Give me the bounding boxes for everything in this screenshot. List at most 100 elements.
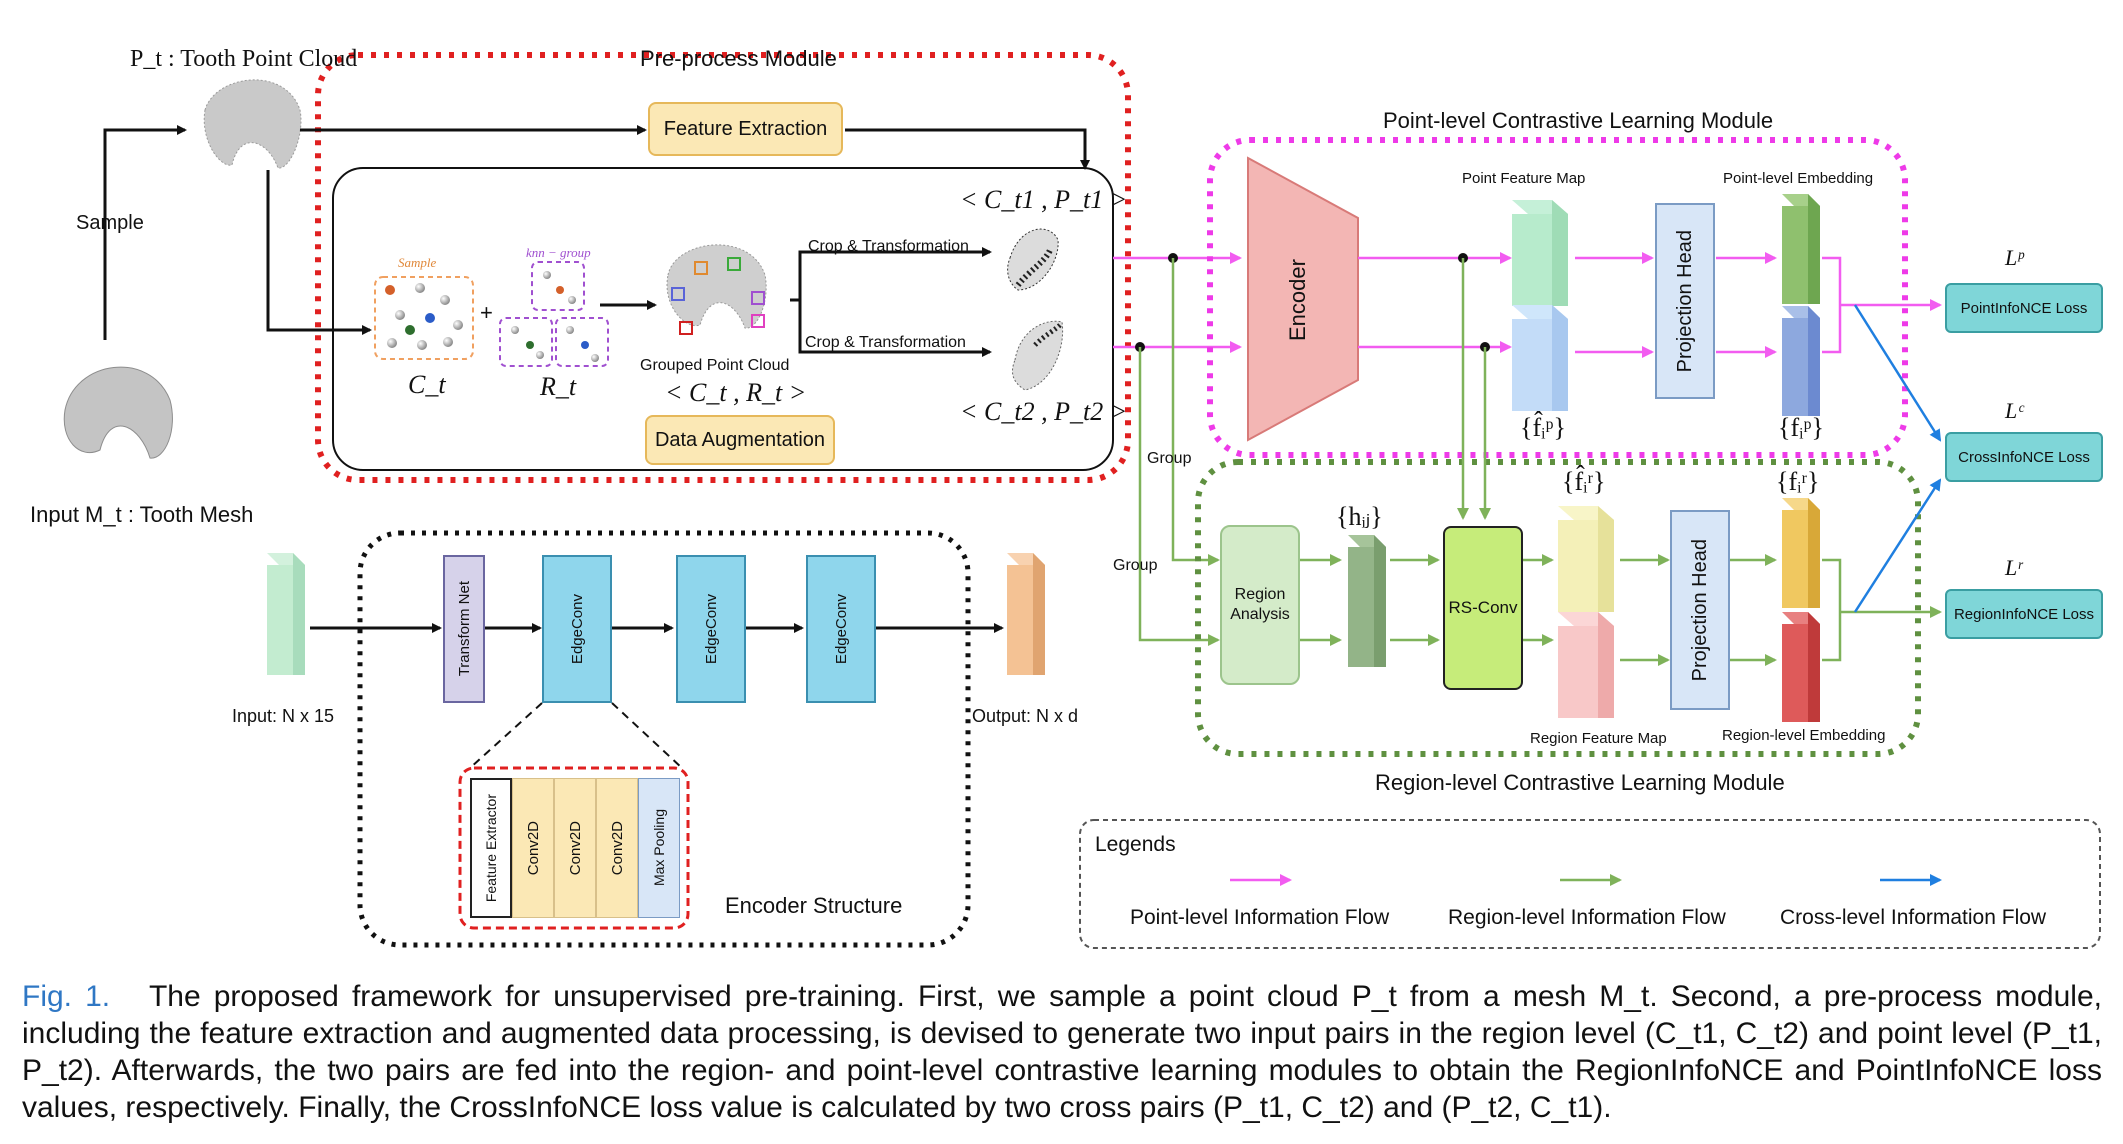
point-embedding-cube-2 xyxy=(1782,306,1820,416)
augmentation-panel xyxy=(332,167,1114,471)
preprocess-title: Pre-process Module xyxy=(640,46,837,71)
point-module-title: Point-level Contrastive Learning Module xyxy=(1383,108,1774,133)
conv2d-label-1: Conv2D xyxy=(524,820,542,876)
conv2d-box-1: Conv2D xyxy=(512,778,554,918)
point-level-embedding-label: Point-level Embedding xyxy=(1723,170,1874,187)
point-loss-box: PointInfoNCE Loss xyxy=(1945,283,2103,333)
legend-border xyxy=(1079,819,2101,949)
sample-small-label: Sample xyxy=(398,255,437,270)
caption-fig-label: Fig. 1. xyxy=(22,980,111,1013)
encoder-label: Encoder xyxy=(1285,259,1310,341)
pair1-label: < C_t1 , P_t1 > xyxy=(960,185,1128,214)
zoom-line-right xyxy=(611,702,683,769)
input-label: Input: N x 15 xyxy=(232,706,335,726)
region-embedding-cube-1 xyxy=(1782,498,1820,608)
projection-head-label-1: Projection Head xyxy=(1673,229,1696,373)
region-embedding-cube-2 xyxy=(1782,612,1820,722)
edgeconv-box-1: EdgeConv xyxy=(542,555,612,703)
f-r-label: {fᵢʳ} xyxy=(1776,467,1820,496)
transform-net-label: Transform Net xyxy=(455,581,473,677)
crop-arrow-2 xyxy=(798,300,992,357)
point-module-border xyxy=(1207,137,1908,458)
cross-flow-2 xyxy=(1853,478,1942,613)
cropped-cloud-1 xyxy=(1007,228,1059,291)
conv2d-box-2: Conv2D xyxy=(554,778,596,918)
edgeconv-detail-border xyxy=(458,766,690,930)
point-feature-cube-2 xyxy=(1512,305,1568,411)
group-flow-2 xyxy=(1138,347,1220,646)
projection-head-box-2: Projection Head xyxy=(1670,510,1730,710)
feature-to-pairs-arrow xyxy=(845,128,1090,170)
ct-rt-pair-label: < C_t , R_t > xyxy=(665,378,807,407)
point-embedding-cube-1 xyxy=(1782,194,1820,304)
rs-conv-box: RS-Conv xyxy=(1443,526,1523,690)
tooth-point-cloud-image xyxy=(203,79,302,169)
output-label: Output: N x d xyxy=(972,706,1079,726)
legend-region-label: Region-level Information Flow xyxy=(1448,906,1726,929)
to-sample-arrow xyxy=(266,170,372,335)
cross-flow-1 xyxy=(1853,304,1942,442)
projection-head-box-1: Projection Head xyxy=(1655,203,1715,399)
conv2d-label-2: Conv2D xyxy=(566,820,584,876)
point-feature-map-label: Point Feature Map xyxy=(1462,170,1586,187)
ct-label: C_t xyxy=(408,370,446,399)
lc-label: Lᶜ xyxy=(2005,398,2024,423)
region-feature-cube-2 xyxy=(1558,612,1614,718)
region-module-title: Region-level Contrastive Learning Module xyxy=(1375,770,1785,795)
data-augmentation-box: Data Augmentation xyxy=(645,415,835,465)
remb-bracket xyxy=(1822,558,1842,662)
encoder-shape xyxy=(1247,156,1359,442)
pair2-label: < C_t2 , P_t2 > xyxy=(960,397,1128,426)
edgeconv-label-2: EdgeConv xyxy=(702,593,720,665)
encoder-structure-border xyxy=(357,530,971,948)
hij-cube xyxy=(1348,535,1386,667)
plus-sign: + xyxy=(480,300,493,325)
group-label-1: Group xyxy=(1147,450,1192,467)
transform-net-box: Transform Net xyxy=(443,555,485,703)
input-mesh-label: Input M_t : Tooth Mesh xyxy=(30,502,254,527)
lr-label: Lʳ xyxy=(2005,555,2023,580)
zoom-line-left xyxy=(469,702,543,769)
grouped-point-cloud-label: Grouped Point Cloud xyxy=(640,357,790,374)
legend-point-label: Point-level Information Flow xyxy=(1130,906,1390,929)
conv2d-label-3: Conv2D xyxy=(608,820,626,876)
max-pooling-box: Max Pooling xyxy=(638,778,680,918)
sample-arrow xyxy=(103,125,187,340)
region-feature-cube-1 xyxy=(1558,506,1614,612)
emb-bracket xyxy=(1822,256,1842,354)
crop-arrow-1 xyxy=(790,247,992,302)
knn-group-label: knn − group xyxy=(526,245,591,260)
feature-extraction-box: Feature Extraction xyxy=(648,102,843,156)
figure-caption: Fig. 1. The proposed framework for unsup… xyxy=(22,978,2102,1126)
grouped-point-cloud-image xyxy=(666,244,767,335)
edgeconv-label-3: EdgeConv xyxy=(832,593,850,665)
encoder-structure-label: Encoder Structure xyxy=(725,893,903,918)
crop-label-2: Crop & Transformation xyxy=(805,334,966,351)
region-loss-box: RegionInfoNCE Loss xyxy=(1945,589,2103,639)
region-analysis-box: Region Analysis xyxy=(1220,525,1300,685)
feature-extractor-label: Feature Extractor xyxy=(483,793,499,903)
group-flow-1 xyxy=(1171,258,1220,566)
input-cube xyxy=(267,553,305,675)
tooth-mesh-image xyxy=(63,366,173,459)
f-p-label: {fᵢᵖ} xyxy=(1778,413,1824,442)
feature-extractor-box: Feature Extractor xyxy=(470,778,512,918)
max-pooling-label: Max Pooling xyxy=(651,809,667,887)
region-level-embedding-label: Region-level Embedding xyxy=(1722,727,1886,744)
output-cube xyxy=(1007,553,1045,675)
conv2d-box-3: Conv2D xyxy=(596,778,638,918)
point-cloud-label: P_t : Tooth Point Cloud xyxy=(130,46,358,72)
rt-label: R_t xyxy=(540,372,577,401)
point-feature-cube-1 xyxy=(1512,200,1568,306)
edgeconv-box-2: EdgeConv xyxy=(676,555,746,703)
sample-label: Sample xyxy=(76,212,144,234)
cross-loss-box: CrossInfoNCE Loss xyxy=(1945,432,2103,482)
region-module-border xyxy=(1195,459,1921,757)
lp-label: Lᵖ xyxy=(2005,245,2024,270)
legend-cross-label: Cross-level Information Flow xyxy=(1780,906,2047,929)
knn-group-boxes xyxy=(499,261,609,367)
edgeconv-label-1: EdgeConv xyxy=(568,593,586,665)
h-ij-label: {hᵢⱼ} xyxy=(1336,502,1383,531)
crop-label-1: Crop & Transformation xyxy=(808,238,969,255)
